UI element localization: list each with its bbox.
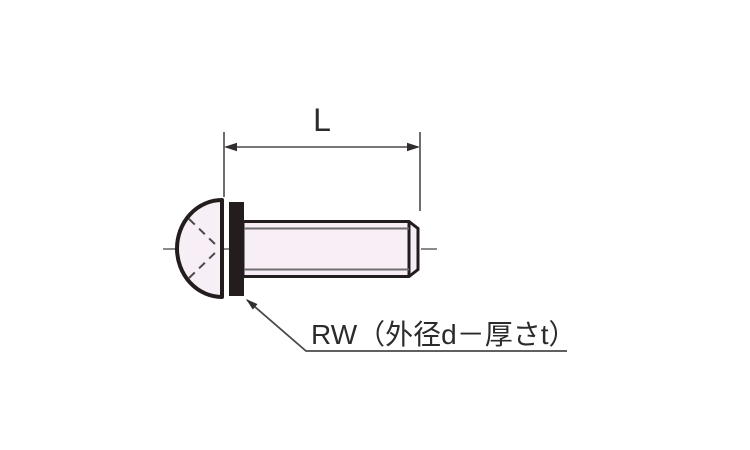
washer-label: RW（外径d－厚さt） xyxy=(311,319,577,350)
dimension-arrow-right xyxy=(407,142,420,152)
screw-head xyxy=(175,198,224,299)
drive-recess-hidden-line-upper xyxy=(188,218,217,246)
screw-shank xyxy=(241,220,420,278)
length-dimension-label: L xyxy=(313,102,331,138)
round-washer xyxy=(229,202,244,296)
drive-recess-hidden-line-lower xyxy=(188,251,217,279)
leader-arrowhead xyxy=(246,299,258,310)
dimension-arrow-left xyxy=(224,142,237,152)
leader-line xyxy=(246,299,567,352)
